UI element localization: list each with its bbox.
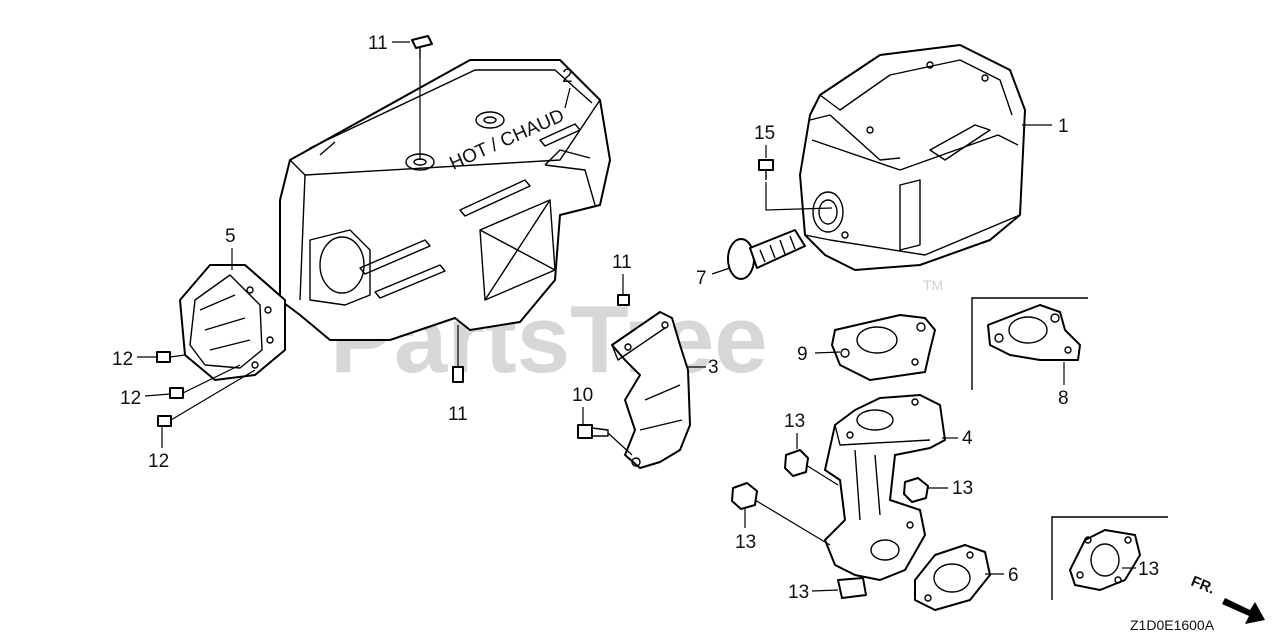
callout-1: 1 (1058, 116, 1069, 137)
callout-13-b: 13 (952, 478, 973, 499)
callout-12-b: 12 (120, 388, 141, 409)
part-13-nut-a[interactable] (784, 449, 839, 486)
direction-label: FR. (1189, 573, 1218, 598)
callout-4: 4 (962, 428, 973, 449)
part-13-nut-c[interactable] (731, 482, 831, 546)
part-10-bolt[interactable] (577, 424, 633, 456)
callout-11-lower: 11 (448, 404, 468, 425)
callout-14: 13 (1138, 559, 1159, 580)
trademark: TM (923, 277, 943, 293)
front-direction-arrow-icon (1222, 598, 1265, 624)
part-11-screw-top[interactable] (411, 35, 433, 160)
part-8-box (971, 297, 1088, 390)
diagram-code: Z1D0E1600A (1130, 617, 1215, 633)
callout-7: 7 (696, 268, 707, 289)
part-14-box (1051, 516, 1168, 600)
callout-11-bracket: 11 (612, 252, 632, 273)
part-13-nut-d[interactable] (837, 577, 867, 599)
part-14-gasket[interactable] (1069, 529, 1141, 591)
callout-6: 6 (1008, 565, 1019, 586)
part-1-muffler[interactable] (799, 44, 1026, 271)
part-4-exhaust-manifold[interactable] (824, 394, 946, 581)
part-6-gasket[interactable] (914, 544, 991, 611)
part-13-nut-b[interactable] (903, 477, 929, 503)
callout-9: 9 (797, 344, 808, 365)
part-7-spark-arrester[interactable] (727, 229, 806, 280)
callout-11-top: 11 (368, 33, 388, 54)
callout-2: 2 (562, 66, 573, 87)
part-12-screw-c[interactable] (157, 369, 256, 427)
callout-3: 3 (708, 357, 719, 378)
callout-10: 10 (572, 385, 593, 406)
part-11-screw-bracket[interactable] (617, 294, 630, 306)
part-3-bracket[interactable] (611, 311, 691, 469)
part-15-screw[interactable] (758, 159, 833, 211)
part-12-screw-b[interactable] (169, 364, 241, 399)
callout-15: 15 (754, 123, 775, 144)
part-12-screw-a[interactable] (156, 351, 186, 363)
callout-12-c: 12 (148, 451, 169, 472)
part-11-screw-lower[interactable] (452, 325, 464, 383)
callout-13-c: 13 (735, 532, 756, 553)
part-2-muffler-protector[interactable]: HOT / CHAUD (279, 59, 611, 341)
callout-5: 5 (225, 226, 236, 247)
callout-8: 8 (1058, 388, 1069, 409)
callout-13-d: 13 (788, 582, 809, 603)
callout-13-a: 13 (784, 411, 805, 432)
part-9-gasket[interactable] (831, 314, 936, 381)
part-8-gasket[interactable] (987, 304, 1081, 361)
part-5-muffler-cover[interactable] (179, 264, 286, 381)
callout-12-a: 12 (112, 349, 133, 370)
